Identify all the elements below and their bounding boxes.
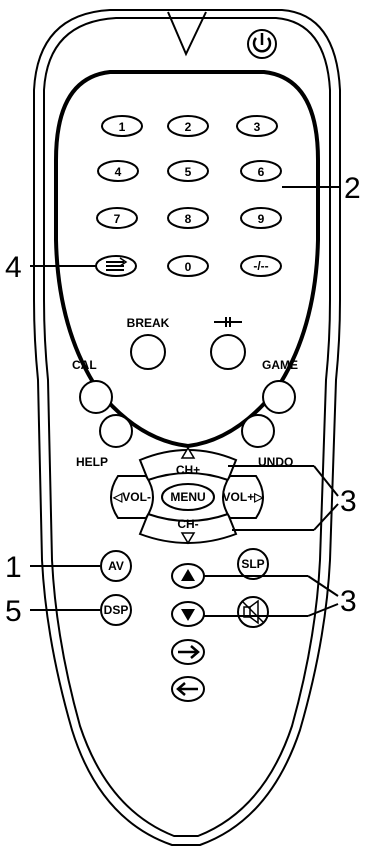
left-arrow-button[interactable] (171, 676, 205, 702)
callout-3-dpad: 3 (228, 465, 357, 531)
left-arrow-icon (176, 682, 198, 696)
key-3-label: 3 (254, 120, 261, 134)
slp-label: SLP (241, 557, 264, 571)
callout-4: 4 (5, 251, 96, 284)
remote-body-inner (43, 17, 331, 837)
svg-text:3: 3 (340, 585, 357, 618)
key-1-label: 1 (119, 120, 126, 134)
game-button-upper[interactable] (262, 380, 296, 414)
key-4-label: 4 (115, 165, 122, 179)
remote-body (33, 9, 341, 846)
key-5[interactable]: 5 (167, 160, 209, 182)
right-arrow-button[interactable] (171, 639, 205, 665)
up-arrow-button[interactable] (171, 563, 205, 589)
key-0-label: 0 (185, 260, 192, 274)
cal-button-lower[interactable] (99, 414, 133, 448)
down-arrow-button[interactable] (171, 601, 205, 627)
power-button[interactable] (247, 29, 277, 59)
key-dash-label: -/-- (253, 259, 268, 273)
ch-plus-button[interactable]: CH+ (138, 446, 238, 482)
callout-2: 2 (282, 172, 361, 205)
vol-minus-label: ◁VOL- (112, 490, 151, 504)
key-4[interactable]: 4 (97, 160, 139, 182)
ch-down-triangle-icon (180, 532, 196, 545)
key-dash[interactable]: -/-- (240, 255, 282, 277)
slp-button[interactable]: SLP (237, 548, 269, 580)
down-arrow-icon (181, 609, 195, 621)
key-9[interactable]: 9 (240, 207, 282, 229)
svg-text:3: 3 (340, 485, 357, 518)
key-7[interactable]: 7 (96, 207, 138, 229)
key-9-label: 9 (258, 212, 265, 226)
key-3[interactable]: 3 (236, 115, 278, 137)
ch-plus-label: CH+ (176, 463, 200, 477)
key-8-label: 8 (185, 212, 192, 226)
menu-button[interactable]: MENU (161, 483, 215, 511)
ch-up-triangle-icon (180, 446, 196, 459)
svg-text:2: 2 (344, 172, 361, 205)
menu-label: MENU (170, 490, 205, 504)
callout-1: 1 (5, 551, 100, 584)
av-label: AV (108, 559, 124, 573)
hold-icon (214, 317, 242, 327)
dsp-button[interactable]: DSP (100, 594, 132, 626)
power-icon (252, 33, 272, 53)
key-2-label: 2 (185, 120, 192, 134)
game-button-lower[interactable] (241, 414, 275, 448)
ch-minus-button[interactable]: CH- (138, 512, 238, 545)
av-button[interactable]: AV (100, 550, 132, 582)
callout-3-arrows: 3 (204, 575, 357, 618)
key-0[interactable]: 0 (167, 255, 209, 277)
cal-button-upper[interactable] (79, 380, 113, 414)
svg-text:4: 4 (5, 251, 22, 284)
svg-text:1: 1 (5, 551, 22, 584)
vol-plus-label: VOL+▷ (223, 490, 265, 504)
swap-icon (106, 257, 128, 271)
dsp-label: DSP (104, 603, 129, 617)
ch-minus-label: CH- (177, 517, 198, 531)
key-6-label: 6 (258, 165, 265, 179)
up-arrow-icon (181, 569, 195, 581)
help-label: HELP (76, 455, 108, 469)
vol-minus-button[interactable]: ◁VOL- (110, 475, 154, 519)
mute-button[interactable] (237, 596, 269, 628)
break-button[interactable] (130, 334, 166, 370)
cal-label: CAL (72, 358, 97, 372)
game-label: GAME (262, 358, 298, 372)
key-8[interactable]: 8 (167, 207, 209, 229)
top-notch (167, 11, 207, 57)
vol-plus-button[interactable]: VOL+▷ (222, 475, 265, 519)
right-arrow-icon (178, 645, 200, 659)
break-label: BREAK (127, 316, 170, 330)
swap-button[interactable] (95, 255, 137, 277)
key-6[interactable]: 6 (240, 160, 282, 182)
key-1[interactable]: 1 (101, 115, 143, 137)
key-7-label: 7 (114, 212, 121, 226)
key-5-label: 5 (185, 165, 192, 179)
keypad-region (54, 70, 320, 449)
key-2[interactable]: 2 (167, 115, 209, 137)
hold-button[interactable] (210, 334, 246, 370)
callout-5: 5 (5, 595, 100, 628)
svg-text:5: 5 (5, 595, 22, 628)
